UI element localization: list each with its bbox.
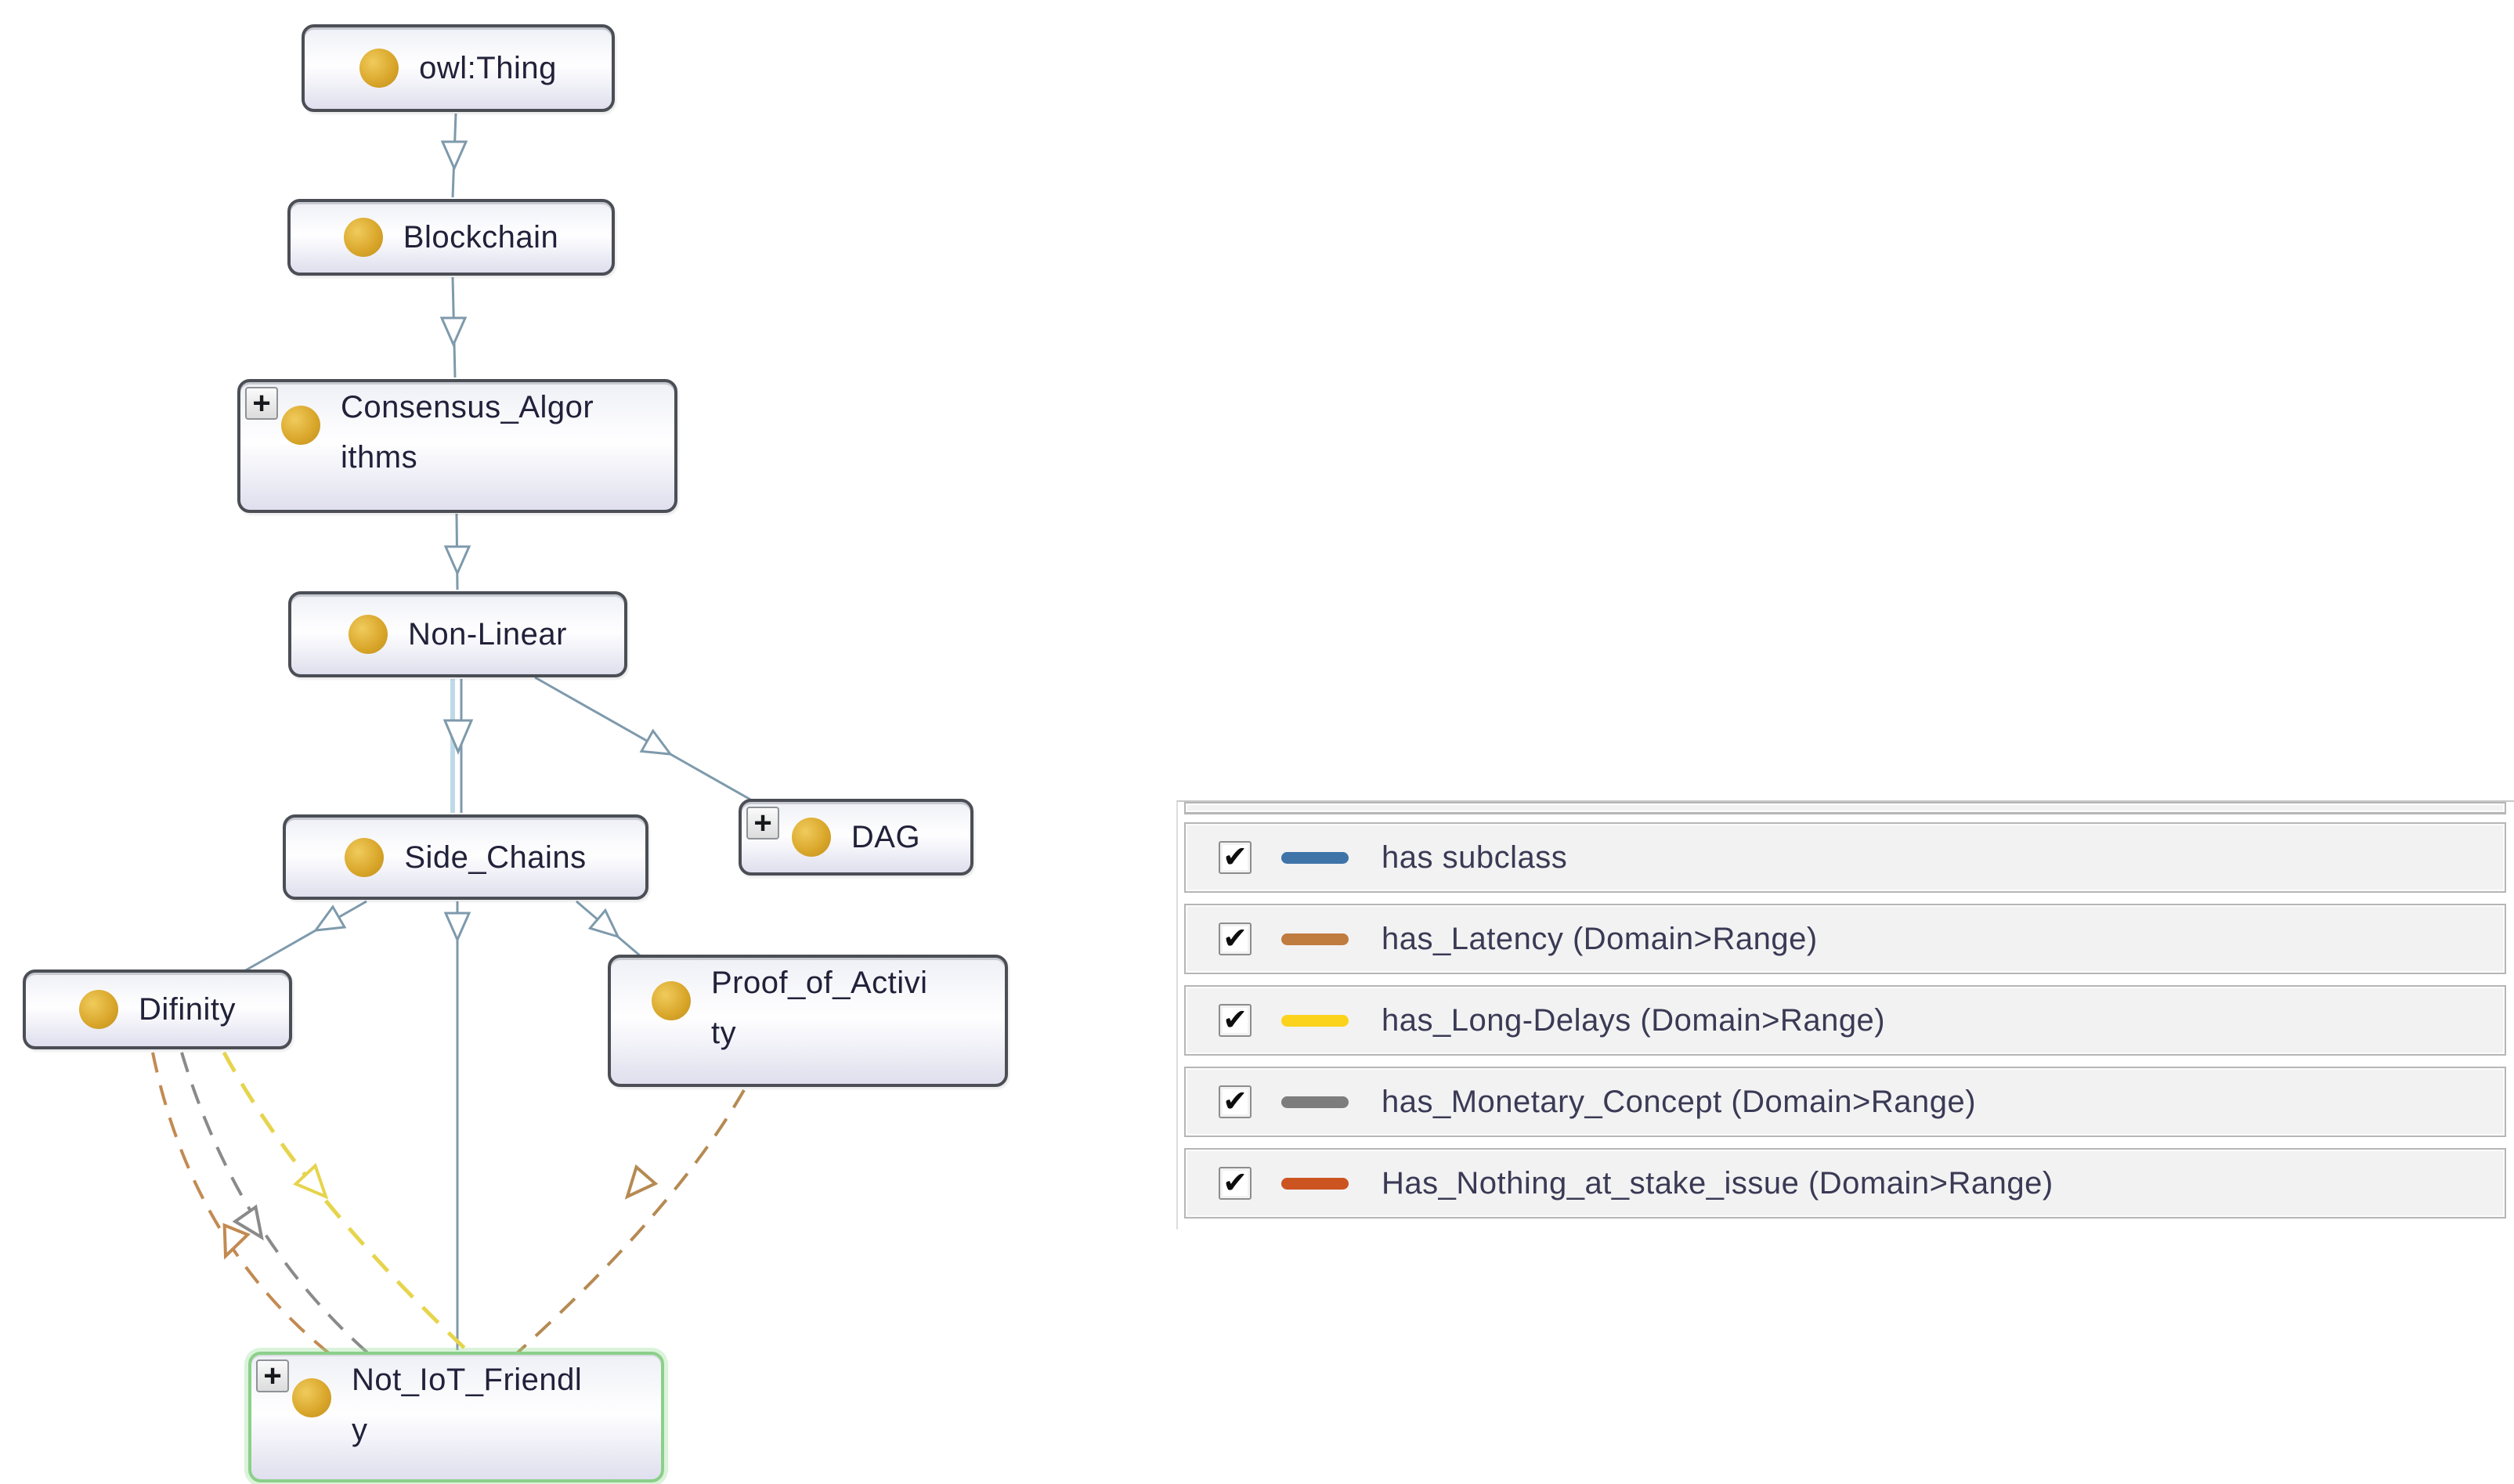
property-arrowheads xyxy=(222,1163,659,1260)
class-icon xyxy=(359,49,399,88)
expand-icon[interactable]: + xyxy=(746,807,779,839)
legend-color-swatch xyxy=(1281,933,1349,945)
legend-label: has_Long-Delays (Domain>Range) xyxy=(1382,1002,1886,1038)
checkbox[interactable]: ✔ xyxy=(1219,1004,1252,1037)
class-icon xyxy=(349,615,388,654)
legend-row-clipped xyxy=(1184,802,2506,814)
edge-proofofactivity-notiot-latency xyxy=(515,1089,746,1355)
edge-sidechains-difinity xyxy=(244,900,367,973)
node-label: Side_Chains xyxy=(404,839,587,875)
class-icon xyxy=(652,981,691,1020)
class-icon xyxy=(791,818,831,857)
legend-label: has_Latency (Domain>Range) xyxy=(1382,921,1818,956)
legend-row-has-long-delays: ✔ has_Long-Delays (Domain>Range) xyxy=(1184,985,2506,1056)
legend-color-swatch xyxy=(1281,851,1349,864)
node-label: owl:Thing xyxy=(419,51,557,85)
legend-color-swatch xyxy=(1281,1014,1349,1027)
legend-label: has_Monetary_Concept (Domain>Range) xyxy=(1382,1084,1977,1119)
legend-color-swatch xyxy=(1281,1096,1349,1108)
edge-nonlinear-dag xyxy=(534,676,753,802)
legend-label: has subclass xyxy=(1382,839,1568,875)
legend-color-swatch xyxy=(1281,1177,1349,1190)
checkbox[interactable]: ✔ xyxy=(1219,1085,1252,1118)
class-node-blockchain[interactable]: Blockchain xyxy=(287,199,615,276)
node-label: Non-Linear xyxy=(408,617,567,652)
class-icon xyxy=(78,990,118,1029)
legend-row-has-monetary-concept: ✔ has_Monetary_Concept (Domain>Range) xyxy=(1184,1067,2506,1137)
class-node-non-linear[interactable]: Non-Linear xyxy=(288,591,627,677)
legend-label: Has_Nothing_at_stake_issue (Domain>Range… xyxy=(1382,1165,2053,1201)
edge-layer xyxy=(151,113,753,1355)
checkbox[interactable]: ✔ xyxy=(1219,923,1252,955)
expand-icon[interactable]: + xyxy=(256,1359,289,1392)
class-icon xyxy=(343,218,383,257)
node-label: DAG xyxy=(851,820,921,854)
legend-row-has-subclass: ✔ has subclass xyxy=(1184,822,2506,893)
legend-row-has-latency: ✔ has_Latency (Domain>Range) xyxy=(1184,904,2506,974)
node-label: Blockchain xyxy=(403,220,559,255)
checkbox[interactable]: ✔ xyxy=(1219,1167,1252,1200)
checkbox[interactable]: ✔ xyxy=(1219,841,1252,874)
relationship-legend: ✔ has subclass ✔ has_Latency (Domain>Ran… xyxy=(1176,800,2514,1229)
class-icon xyxy=(281,406,320,445)
edge-difinity-notiot-monetary xyxy=(180,1052,370,1355)
legend-row-has-nothing-at-stake-issue: ✔ Has_Nothing_at_stake_issue (Domain>Ran… xyxy=(1184,1148,2506,1219)
class-node-dag[interactable]: + DAG xyxy=(739,799,973,876)
node-label: Difinity xyxy=(138,992,237,1027)
expand-icon[interactable]: + xyxy=(245,387,278,420)
subclass-arrowheads xyxy=(312,140,674,943)
class-icon xyxy=(292,1378,331,1417)
edge-difinity-notiot-longdelays xyxy=(222,1051,471,1355)
class-icon xyxy=(345,837,385,877)
class-node-difinity[interactable]: Difinity xyxy=(23,969,292,1049)
class-node-side-chains[interactable]: Side_Chains xyxy=(283,814,648,900)
edge-difinity-notiot-nothing-at-stake xyxy=(151,1052,331,1355)
class-node-owl-thing[interactable]: owl:Thing xyxy=(302,24,615,112)
